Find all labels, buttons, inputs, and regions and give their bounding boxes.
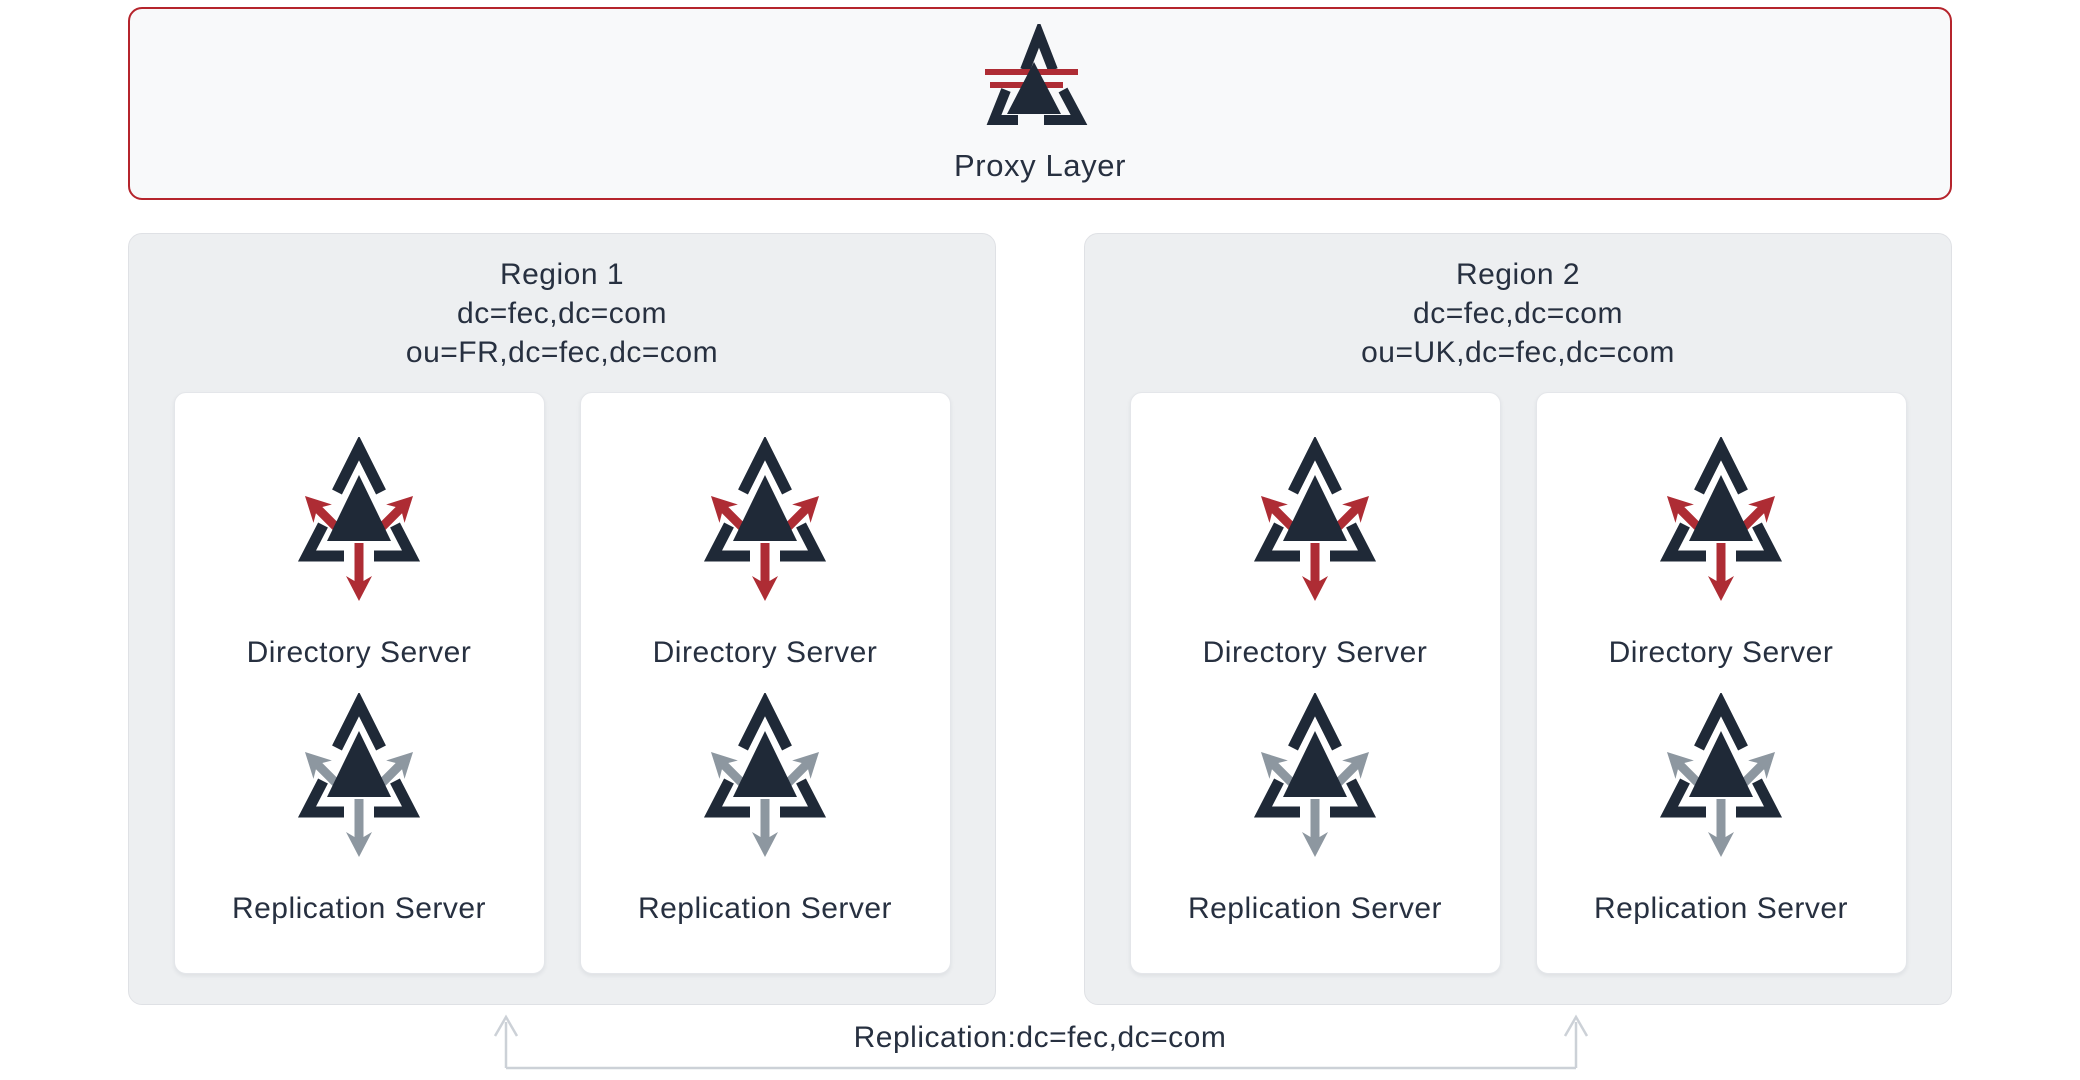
server-card: Directory Server Replication Server [579,392,951,974]
directory-server-icon [1240,437,1390,609]
server-cards-row: Directory Server Replication Server Dire… [1085,392,1951,974]
directory-server-label: Directory Server [652,636,878,669]
replication-server-icon [284,693,434,865]
replication-server: Replication Server [1594,693,1848,927]
directory-server: Directory Server [1203,437,1428,671]
proxy-layer-icon [980,24,1100,136]
directory-server: Directory Server [653,437,878,671]
replication-server-icon [690,693,840,865]
directory-server-label: Directory Server [1608,636,1834,669]
directory-server: Directory Server [247,437,472,671]
directory-server-icon [690,437,840,609]
replication-server-icon [1646,693,1796,865]
directory-server-icon [1646,437,1796,609]
replication-link-label: Replication:dc=fec,dc=com [853,1021,1227,1054]
region-dn-base: dc=fec,dc=com [457,297,667,330]
replication-server-label: Replication Server [637,892,893,925]
region-2-box: Region 2 dc=fec,dc=com ou=UK,dc=fec,dc=c… [1084,233,1952,1005]
region-title: Region 1 [499,258,625,291]
directory-server: Directory Server [1609,437,1834,671]
region-1-box: Region 1 dc=fec,dc=com ou=FR,dc=fec,dc=c… [128,233,996,1005]
replication-server: Replication Server [1188,693,1442,927]
directory-server-label: Directory Server [246,636,472,669]
server-cards-row: Directory Server Replication Server Dire… [129,392,995,974]
directory-server-icon [284,437,434,609]
replication-server-label: Replication Server [1593,892,1849,925]
replication-link-arrow [493,1014,1589,1070]
directory-server-label: Directory Server [1202,636,1428,669]
region-title: Region 2 [1455,258,1581,291]
replication-server-label: Replication Server [231,892,487,925]
proxy-layer-box: Proxy Layer [128,7,1952,200]
region-dn-ou: ou=UK,dc=fec,dc=com [1361,336,1675,369]
region-dn-ou: ou=FR,dc=fec,dc=com [405,336,719,369]
region-dn-base: dc=fec,dc=com [1413,297,1623,330]
replication-server-icon [1240,693,1390,865]
server-card: Directory Server Replication Server [1535,392,1907,974]
server-card: Directory Server Replication Server [1129,392,1501,974]
replication-server-label: Replication Server [1187,892,1443,925]
proxy-layer-label: Proxy Layer [954,148,1126,183]
replication-server: Replication Server [232,693,486,927]
replication-server: Replication Server [638,693,892,927]
server-card: Directory Server Replication Server [173,392,545,974]
